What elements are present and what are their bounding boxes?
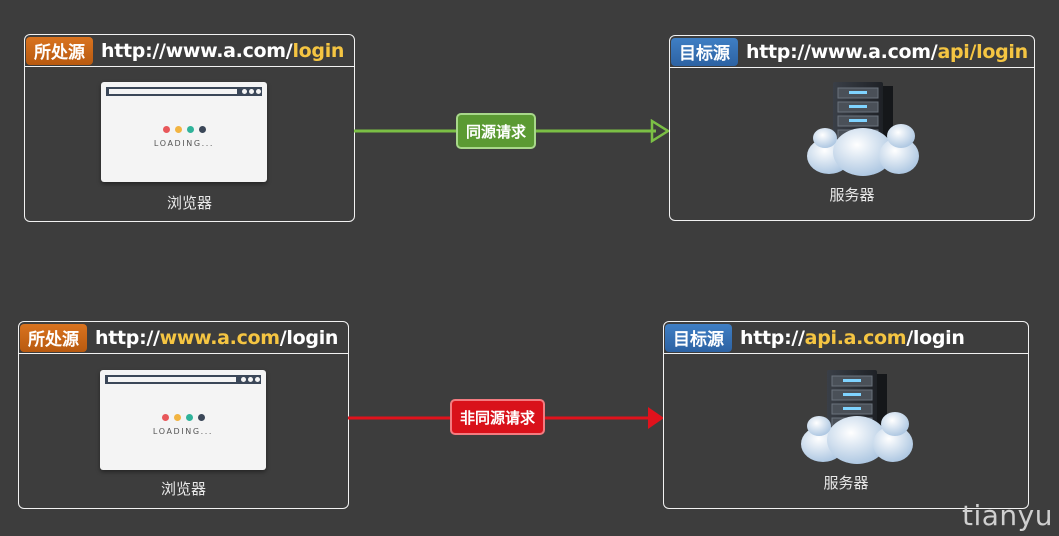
source-origin-panel-top: 所处源 http://www.a.com/login LOADING... 浏览… bbox=[24, 34, 355, 222]
source-origin-header: 所处源 http://www.a.com/login bbox=[19, 322, 348, 354]
target-origin-header: 目标源 http://www.a.com/api/login bbox=[670, 36, 1034, 68]
source-origin-tag: 所处源 bbox=[20, 323, 87, 352]
target-origin-tag: 目标源 bbox=[671, 37, 738, 66]
source-origin-panel-bottom: 所处源 http://www.a.com/login LOADING... 浏览… bbox=[18, 321, 349, 509]
server-cloud-icon bbox=[807, 82, 919, 176]
target-origin-panel-bottom: 目标源 http://api.a.com/login 服务器 bbox=[663, 321, 1029, 509]
browser-caption: 浏览器 bbox=[166, 194, 212, 212]
server-cloud-icon bbox=[801, 370, 913, 464]
target-origin-header: 目标源 http://api.a.com/login bbox=[664, 322, 1028, 354]
browser-window-icon: LOADING... bbox=[101, 82, 267, 182]
source-origin-url: http://www.a.com/login bbox=[101, 39, 345, 62]
watermark: tianyu bbox=[962, 499, 1053, 532]
target-origin-tag: 目标源 bbox=[665, 323, 732, 352]
server-caption: 服务器 bbox=[829, 186, 875, 204]
target-origin-url: http://api.a.com/login bbox=[740, 326, 965, 349]
source-origin-url: http://www.a.com/login bbox=[95, 326, 339, 349]
target-origin-url: http://www.a.com/api/login bbox=[746, 40, 1028, 63]
loading-text: LOADING... bbox=[153, 139, 215, 148]
target-origin-panel-top: 目标源 http://www.a.com/api/login 服务器 bbox=[669, 35, 1035, 221]
loading-text: LOADING... bbox=[152, 427, 214, 436]
server-caption: 服务器 bbox=[823, 474, 869, 492]
same-origin-request-label: 同源请求 bbox=[456, 113, 537, 149]
browser-caption: 浏览器 bbox=[160, 480, 206, 498]
source-origin-tag: 所处源 bbox=[26, 36, 93, 65]
browser-window-icon: LOADING... bbox=[100, 370, 266, 470]
source-origin-header: 所处源 http://www.a.com/login bbox=[25, 35, 354, 67]
cross-origin-request-label: 非同源请求 bbox=[450, 399, 546, 435]
